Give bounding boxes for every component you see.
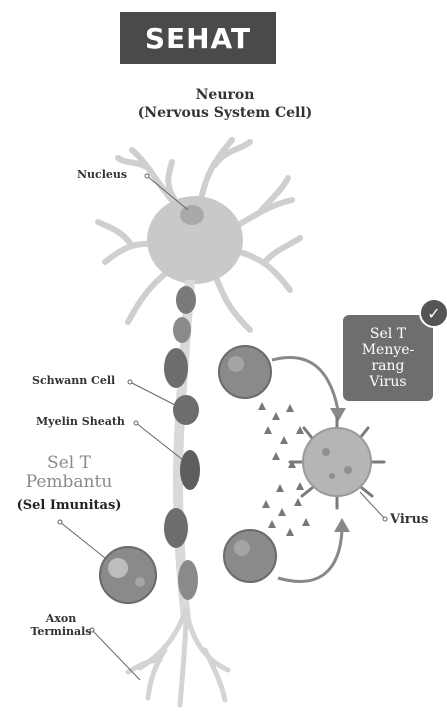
helper-t-cell-line-1: Sel T — [6, 454, 132, 473]
title-line-1: Neuron — [80, 86, 370, 104]
attack-line-3: rang — [343, 358, 433, 374]
attack-line-4: Virus — [343, 374, 433, 390]
myelin-segment — [176, 286, 196, 314]
helper-t-cell-line-2: Pembantu — [6, 473, 132, 492]
t-cell-attack-box: Sel T Menye- rang Virus — [343, 315, 433, 401]
attack-line-2: Menye- — [343, 342, 433, 358]
myelin-segment — [180, 450, 200, 490]
attacking-t-cell-bottom — [224, 530, 276, 582]
label-myelin-sheath: Myelin Sheath — [36, 415, 125, 428]
helper-t-cell-line-3: (Sel Imunitas) — [6, 496, 132, 515]
virus — [290, 418, 384, 508]
label-axon-terminals: Axon Terminals — [30, 612, 92, 638]
attack-line-1: Sel T — [343, 326, 433, 342]
myelin-segment — [178, 560, 198, 600]
label-virus: Virus — [390, 512, 428, 527]
banner-sehat: SEHAT — [120, 12, 276, 64]
myelin-segment — [164, 348, 188, 388]
axon-terminals — [128, 610, 228, 705]
helper-t-cell-label: Sel T Pembantu (Sel Imunitas) — [6, 454, 132, 515]
myelin-segment — [173, 317, 191, 343]
attacking-t-cell-top — [219, 346, 271, 398]
arrow-head-bottom — [334, 518, 350, 532]
neuron-nucleus — [180, 205, 204, 225]
myelin-segment — [164, 508, 188, 548]
checkmark-icon: ✓ — [419, 298, 447, 328]
label-nucleus: Nucleus — [77, 168, 127, 181]
axon-line-2: Terminals — [30, 625, 92, 638]
helper-t-cell — [100, 547, 156, 603]
myelin-segment — [173, 395, 199, 425]
label-schwann-cell: Schwann Cell — [32, 374, 115, 387]
diagram-title: Neuron (Nervous System Cell) — [80, 86, 370, 122]
title-line-2: (Nervous System Cell) — [80, 104, 370, 122]
axon-line-1: Axon — [30, 612, 92, 625]
